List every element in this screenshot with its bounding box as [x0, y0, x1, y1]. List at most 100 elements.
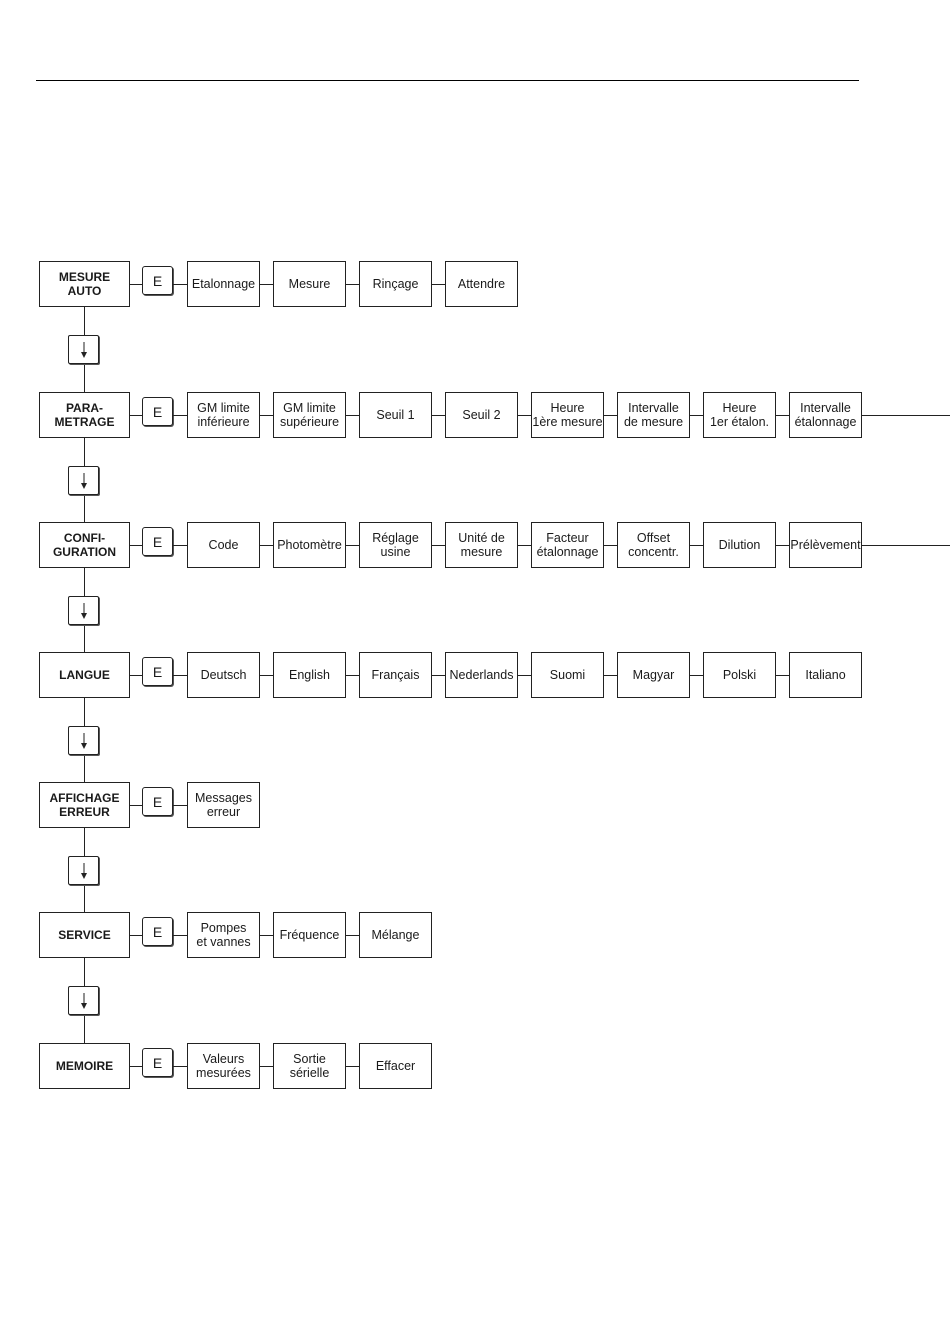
submenu-item[interactable]: Seuil 2 [445, 392, 518, 438]
submenu-item[interactable]: Nederlands [445, 652, 518, 698]
connector-line [173, 935, 187, 936]
connector-line [690, 545, 703, 546]
enter-key-button[interactable]: E [142, 527, 173, 556]
submenu-item[interactable]: Pompes et vannes [187, 912, 260, 958]
submenu-item[interactable]: Dilution [703, 522, 776, 568]
submenu-item[interactable]: Sortie sérielle [273, 1043, 346, 1089]
down-arrow-key-button[interactable] [68, 335, 99, 364]
submenu-item[interactable]: Code [187, 522, 260, 568]
connector-line [173, 415, 187, 416]
submenu-item[interactable]: Mesure [273, 261, 346, 307]
submenu-item[interactable]: Etalonnage [187, 261, 260, 307]
arrow-down-icon [80, 341, 87, 358]
connector-line [260, 284, 273, 285]
submenu-item[interactable]: Rinçage [359, 261, 432, 307]
menu-box: MEMOIRE [39, 1043, 130, 1089]
submenu-item[interactable]: Polski [703, 652, 776, 698]
down-arrow-key-button[interactable] [68, 596, 99, 625]
connector-line [432, 545, 445, 546]
continuation-line [862, 545, 950, 546]
menu-box: AFFICHAGE ERREUR [39, 782, 130, 828]
submenu-item[interactable]: Réglage usine [359, 522, 432, 568]
submenu-item[interactable]: Suomi [531, 652, 604, 698]
connector-line [173, 284, 187, 285]
connector-line [518, 545, 531, 546]
arrow-down-icon [80, 602, 87, 619]
down-arrow-key-button[interactable] [68, 726, 99, 755]
connector-line [130, 284, 142, 285]
connector-line [130, 545, 142, 546]
connector-line [432, 415, 445, 416]
connector-line [130, 675, 142, 676]
menu-box: CONFI- GURATION [39, 522, 130, 568]
submenu-item[interactable]: Attendre [445, 261, 518, 307]
submenu-item[interactable]: Deutsch [187, 652, 260, 698]
enter-key-button[interactable]: E [142, 1048, 173, 1077]
submenu-item[interactable]: Intervalle étalonnage [789, 392, 862, 438]
connector-line [84, 495, 85, 522]
submenu-item[interactable]: Facteur étalonnage [531, 522, 604, 568]
submenu-item[interactable]: Effacer [359, 1043, 432, 1089]
submenu-item[interactable]: Heure 1ère mesure [531, 392, 604, 438]
submenu-item[interactable]: Mélange [359, 912, 432, 958]
connector-line [346, 1066, 359, 1067]
connector-line [604, 545, 617, 546]
submenu-item[interactable]: Intervalle de mesure [617, 392, 690, 438]
connector-line [346, 545, 359, 546]
submenu-item[interactable]: Prélèvement [789, 522, 862, 568]
connector-line [84, 438, 85, 466]
submenu-item[interactable]: Français [359, 652, 432, 698]
connector-line [260, 415, 273, 416]
connector-line [260, 545, 273, 546]
enter-key-button[interactable]: E [142, 397, 173, 426]
submenu-item[interactable]: Valeurs mesurées [187, 1043, 260, 1089]
connector-line [260, 1066, 273, 1067]
enter-key-button[interactable]: E [142, 787, 173, 816]
submenu-item[interactable]: Fréquence [273, 912, 346, 958]
submenu-item[interactable]: Italiano [789, 652, 862, 698]
menu-box: PARA- METRAGE [39, 392, 130, 438]
connector-line [690, 415, 703, 416]
connector-line [84, 364, 85, 392]
enter-key-button[interactable]: E [142, 657, 173, 686]
connector-line [84, 1015, 85, 1043]
menu-box: SERVICE [39, 912, 130, 958]
connector-line [84, 828, 85, 856]
arrow-down-icon [80, 472, 87, 489]
submenu-item[interactable]: Seuil 1 [359, 392, 432, 438]
arrow-down-icon [80, 732, 87, 749]
down-arrow-key-button[interactable] [68, 986, 99, 1015]
arrow-down-icon [80, 862, 87, 879]
connector-line [84, 885, 85, 912]
connector-line [518, 675, 531, 676]
submenu-item[interactable]: Heure 1er étalon. [703, 392, 776, 438]
connector-line [84, 568, 85, 596]
connector-line [84, 625, 85, 652]
connector-line [690, 675, 703, 676]
submenu-item[interactable]: Offset concentr. [617, 522, 690, 568]
connector-line [84, 698, 85, 726]
submenu-item[interactable]: GM limite supérieure [273, 392, 346, 438]
menu-box: MESURE AUTO [39, 261, 130, 307]
connector-line [776, 545, 789, 546]
connector-line [173, 545, 187, 546]
connector-line [260, 675, 273, 676]
connector-line [346, 675, 359, 676]
connector-line [84, 755, 85, 782]
connector-line [84, 307, 85, 335]
submenu-item[interactable]: GM limite inférieure [187, 392, 260, 438]
enter-key-button[interactable]: E [142, 917, 173, 946]
submenu-item[interactable]: Unité de mesure [445, 522, 518, 568]
connector-line [346, 935, 359, 936]
connector-line [173, 675, 187, 676]
submenu-item[interactable]: Magyar [617, 652, 690, 698]
submenu-item[interactable]: Messages erreur [187, 782, 260, 828]
enter-key-button[interactable]: E [142, 266, 173, 295]
connector-line [604, 675, 617, 676]
down-arrow-key-button[interactable] [68, 466, 99, 495]
connector-line [173, 805, 187, 806]
submenu-item[interactable]: English [273, 652, 346, 698]
connector-line [776, 415, 789, 416]
down-arrow-key-button[interactable] [68, 856, 99, 885]
submenu-item[interactable]: Photomètre [273, 522, 346, 568]
